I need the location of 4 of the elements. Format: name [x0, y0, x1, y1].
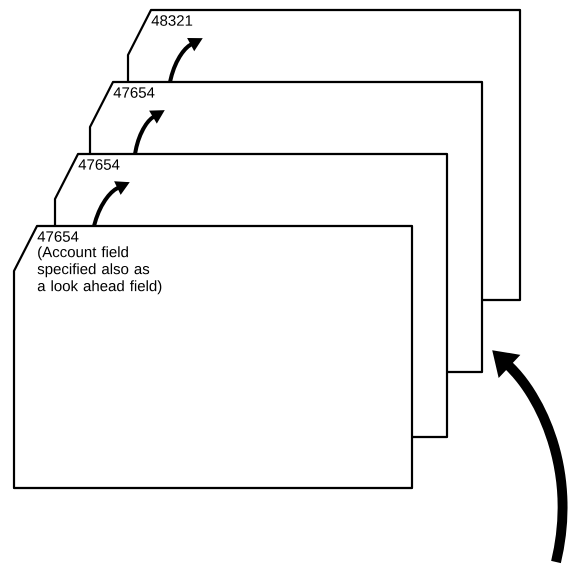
card: 47654 — [54, 152, 448, 226]
card: 47654 — [88, 80, 484, 154]
card: 47654 (Account field specified also as a look ahead field) — [12, 224, 414, 490]
card: 48321 — [126, 8, 522, 82]
